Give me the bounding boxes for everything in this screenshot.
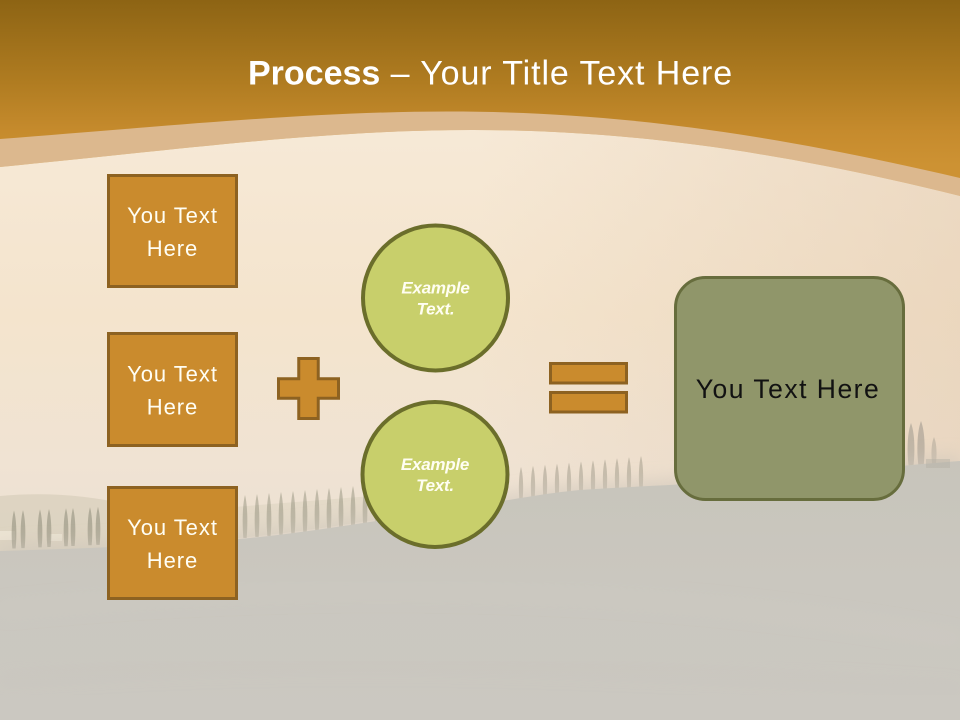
svg-text:Here: Here xyxy=(147,395,199,420)
svg-text:You Text Here: You Text Here xyxy=(696,374,881,404)
svg-text:Example: Example xyxy=(401,279,469,298)
svg-text:You Text: You Text xyxy=(127,203,218,228)
svg-text:You Text: You Text xyxy=(127,362,218,387)
svg-text:Here: Here xyxy=(147,548,199,573)
svg-text:Text.: Text. xyxy=(416,476,454,495)
svg-text:You Text: You Text xyxy=(127,515,218,540)
svg-text:Example: Example xyxy=(401,455,469,474)
svg-text:Text.: Text. xyxy=(417,300,455,319)
svg-text:Here: Here xyxy=(147,236,199,261)
svg-text:Process – Your Title Text Here: Process – Your Title Text Here xyxy=(248,55,733,93)
